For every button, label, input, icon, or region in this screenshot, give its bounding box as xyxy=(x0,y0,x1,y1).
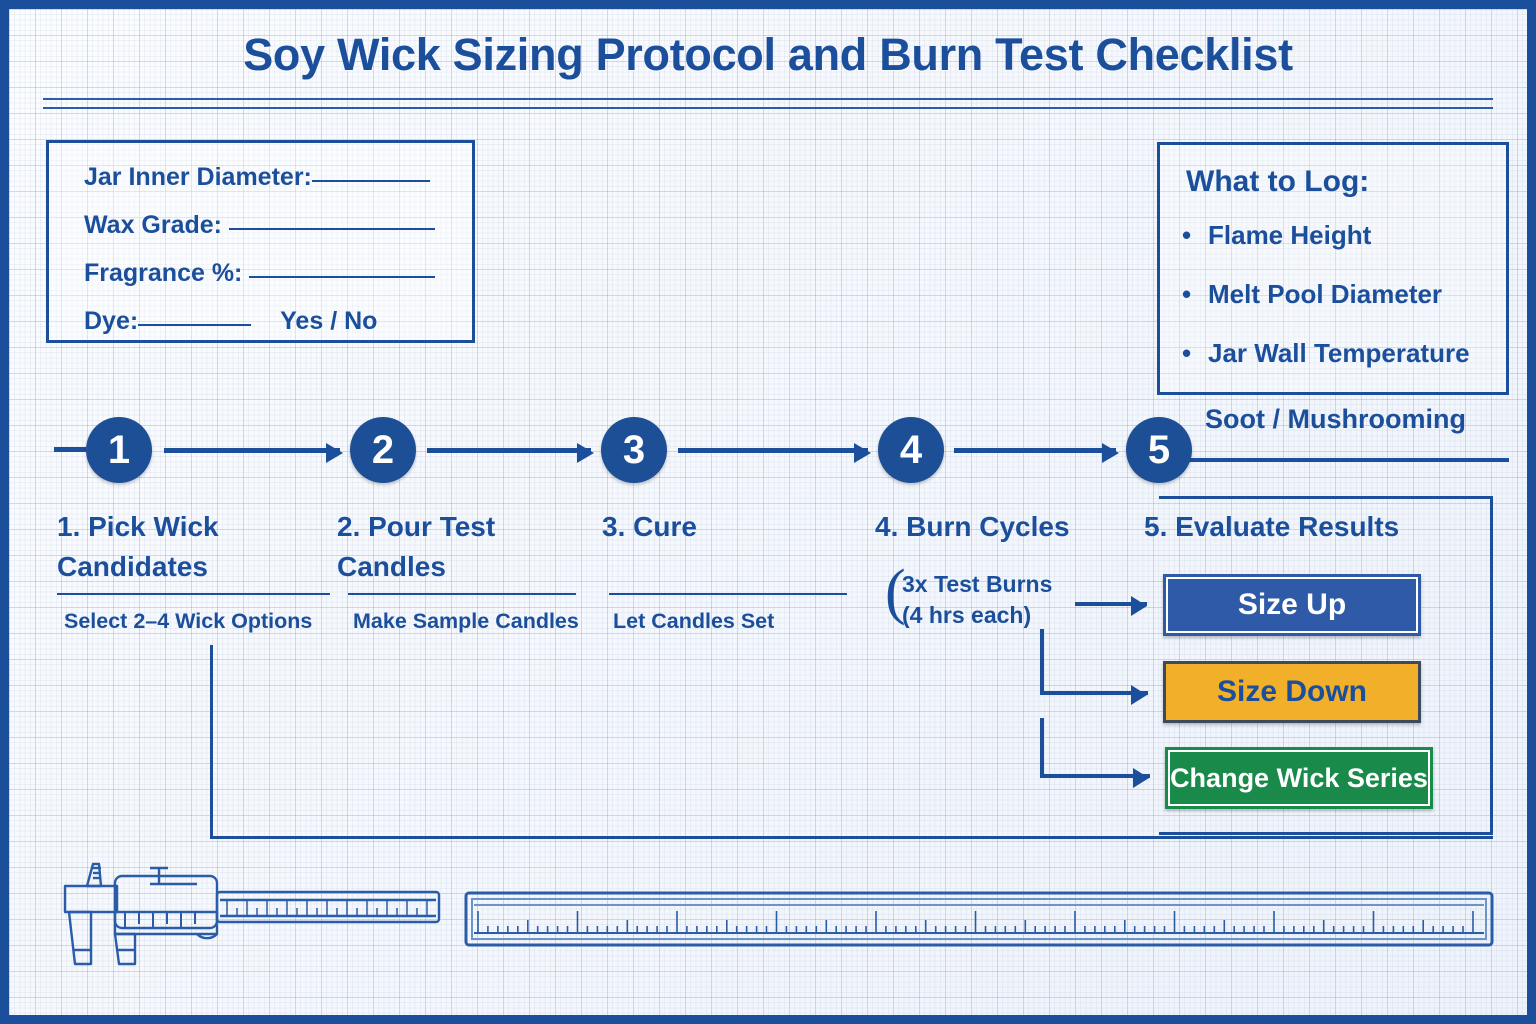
info-row-fragrance-pct[interactable]: Fragrance %: xyxy=(84,259,436,288)
step-title-3: 3. Cure xyxy=(602,511,697,542)
specimen-info-box: Jar Inner Diameter: Wax Grade: Fragrance… xyxy=(46,140,475,343)
result-chip-size-down[interactable]: Size Down xyxy=(1163,661,1421,723)
step-circle-4[interactable]: 4 xyxy=(878,417,944,483)
info-blank-fragrance-pct[interactable] xyxy=(249,276,436,278)
info-row-wax-grade[interactable]: Wax Grade: xyxy=(84,211,435,240)
branch-arrow-change-wick xyxy=(1133,768,1149,788)
info-label-fragrance-pct: Fragrance %: xyxy=(84,259,243,287)
log-item-soot-mushrooming: Soot / Mushrooming xyxy=(1205,404,1466,435)
page-title: Soy Wick Sizing Protocol and Burn Test C… xyxy=(243,29,1293,80)
log-item-melt-pool-diameter: • Melt Pool Diameter xyxy=(1182,279,1442,310)
burn-note-paren: ( xyxy=(885,558,906,626)
result-chip-size-up[interactable]: Size Up xyxy=(1163,574,1421,636)
flow-arrow-4-to-5 xyxy=(954,443,1119,463)
branch-stem-size-down xyxy=(1040,629,1044,695)
step-sub-3: Let Candles Set xyxy=(613,609,775,633)
branch-arrow-size-up xyxy=(1131,596,1147,616)
flow-arrow-3-to-4 xyxy=(678,443,871,463)
bullet-icon: • xyxy=(1182,220,1192,250)
info-row-jar-diameter[interactable]: Jar Inner Diameter: xyxy=(84,163,430,192)
burn-note: 3x Test Burns (4 hrs each) xyxy=(902,569,1052,631)
step-rule-1 xyxy=(57,593,330,595)
result-chip-change-wick-series[interactable]: Change Wick Series xyxy=(1165,747,1433,809)
info-row-dye[interactable]: Dye: Yes / No xyxy=(84,307,377,336)
burn-note-line-2: (4 hrs each) xyxy=(902,602,1032,629)
dye-yes-no-option[interactable]: Yes / No xyxy=(280,307,378,335)
results-outline-box xyxy=(1159,496,1493,835)
log-item-label: Soot / Mushrooming xyxy=(1205,404,1466,434)
step-sub-1: Select 2–4 Wick Options xyxy=(64,609,313,633)
log-item-label: Flame Height xyxy=(1208,220,1372,250)
flow-arrow-1-to-2 xyxy=(164,443,343,463)
step-title-5: 5. Evaluate Results xyxy=(1144,511,1400,542)
what-to-log-title: What to Log: xyxy=(1186,165,1370,198)
log-item-flame-height: • Flame Height xyxy=(1182,220,1371,251)
step-circle-3[interactable]: 3 xyxy=(601,417,667,483)
step-title-4: 4. Burn Cycles xyxy=(875,511,1070,542)
step-circle-1[interactable]: 1 xyxy=(86,417,152,483)
step-circle-5[interactable]: 5 xyxy=(1126,417,1192,483)
info-blank-wax-grade[interactable] xyxy=(228,228,435,230)
ruler-icon xyxy=(464,891,1494,947)
branch-line-change-wick xyxy=(1040,774,1150,778)
info-blank-jar-diameter[interactable] xyxy=(311,180,430,182)
step-rule-3 xyxy=(609,593,847,595)
log-item-label: Melt Pool Diameter xyxy=(1208,279,1443,309)
branch-line-size-up xyxy=(1075,602,1147,606)
branch-line-size-down xyxy=(1040,691,1148,695)
info-label-jar-diameter: Jar Inner Diameter: xyxy=(84,163,312,191)
log-item-jar-wall-temperature: • Jar Wall Temperature xyxy=(1182,338,1470,369)
bullet-icon: • xyxy=(1182,279,1192,309)
info-label-dye: Dye: xyxy=(84,307,139,335)
log-box-bottom-rule xyxy=(1187,458,1509,462)
bullet-icon: • xyxy=(1182,338,1192,368)
info-label-wax-grade: Wax Grade: xyxy=(84,211,223,239)
flow-lead-dash xyxy=(54,447,86,452)
burn-note-line-1: 3x Test Burns xyxy=(902,571,1053,597)
title-divider xyxy=(43,98,1493,109)
step-circle-2[interactable]: 2 xyxy=(350,417,416,483)
log-item-label: Jar Wall Temperature xyxy=(1208,338,1470,368)
branch-arrow-size-down xyxy=(1131,685,1147,705)
step-rule-2 xyxy=(348,593,576,595)
step-sub-2: Make Sample Candles xyxy=(353,609,579,633)
vernier-caliper-icon xyxy=(63,862,441,966)
flow-arrow-2-to-3 xyxy=(427,443,594,463)
process-outline-box xyxy=(210,645,1493,839)
info-blank-dye[interactable] xyxy=(138,324,252,326)
what-to-log-box: What to Log: • Flame Height • Melt Pool Di… xyxy=(1157,142,1509,395)
branch-stem-change-wick xyxy=(1040,718,1044,778)
